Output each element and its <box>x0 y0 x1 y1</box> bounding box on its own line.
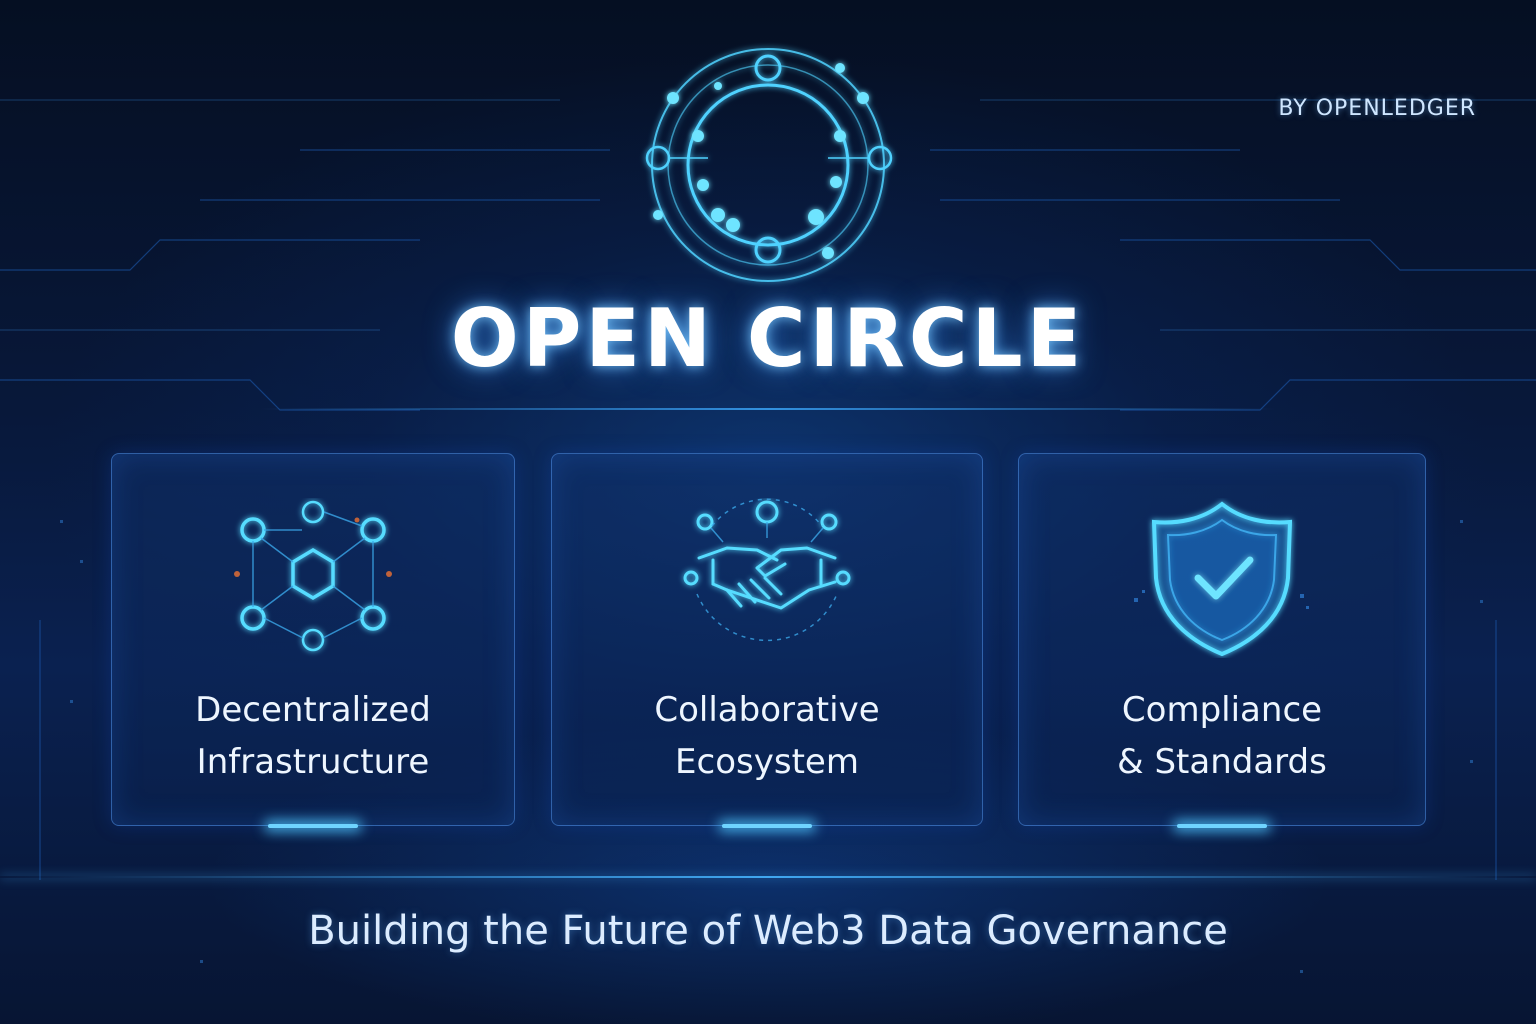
card-title-line1: Compliance <box>1121 690 1323 730</box>
page-title: OPEN CIRCLE <box>450 292 1086 385</box>
title-divider <box>260 408 1276 410</box>
network-hexagon-icon <box>234 500 392 652</box>
card-title-line2: & Standards <box>1117 742 1327 782</box>
tagline: Building the Future of Web3 Data Governa… <box>308 908 1228 954</box>
feature-card-compliance: Compliance & Standards <box>1018 453 1426 828</box>
card-title-line2: Infrastructure <box>196 742 430 782</box>
shield-check-icon <box>1134 501 1309 657</box>
card-title-line2: Ecosystem <box>675 742 859 782</box>
feature-card-decentralized: Decentralized Infrastructure <box>111 453 515 828</box>
feature-card-collaborative: Collaborative Ecosystem <box>551 453 983 828</box>
card-glow-accent <box>722 824 812 828</box>
footer-divider <box>0 876 1536 878</box>
card-title-line1: Decentralized <box>195 690 431 730</box>
handshake-icon <box>683 498 851 642</box>
card-glow-accent <box>268 824 358 828</box>
card-title-line1: Collaborative <box>654 690 880 730</box>
open-circle-logo-icon <box>645 48 893 282</box>
brand-label: BY OPENLEDGER <box>1278 96 1476 121</box>
card-glow-accent <box>1177 824 1267 828</box>
